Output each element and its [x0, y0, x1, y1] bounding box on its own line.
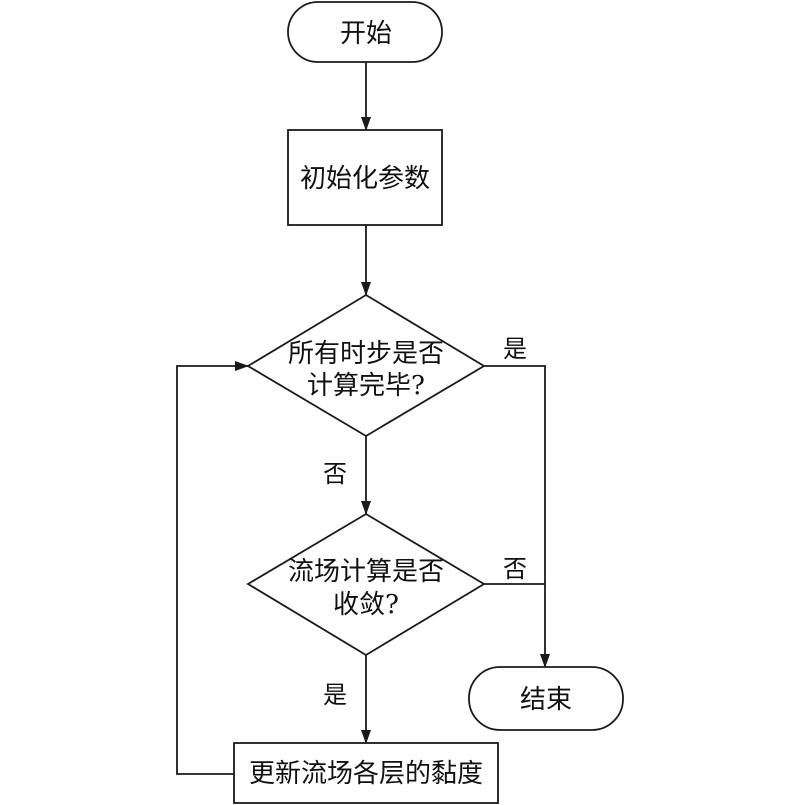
- check-convergence-decision: 流场计算是否 收敛?: [246, 512, 486, 657]
- edge-label-steps-done-yes: 是: [503, 335, 527, 363]
- edge-label-steps-done-no: 否: [323, 460, 347, 488]
- start-terminal: 开始: [287, 1, 443, 63]
- update-viscosity-box: 更新流场各层的黏度: [233, 742, 499, 804]
- start-label: 开始: [340, 19, 392, 49]
- update-viscosity-label: 更新流场各层的黏度: [249, 759, 483, 789]
- check-all-steps-decision: 所有时步是否 计算完毕?: [246, 293, 486, 438]
- check-all-steps-label-line-2: 计算完毕?: [307, 371, 425, 401]
- init-params-box: 初始化参数: [287, 129, 443, 226]
- check-all-steps-label-line-1: 所有时步是否: [288, 339, 444, 369]
- edge-label-converged-no: 否: [503, 555, 527, 583]
- check-convergence-label-line-1: 流场计算是否: [288, 557, 444, 587]
- end-label: 结束: [520, 685, 572, 715]
- check-convergence-label-line-2: 收敛?: [333, 590, 399, 620]
- edge-label-converged-yes: 是: [323, 681, 347, 709]
- edge-check-steps-to-end: [484, 365, 550, 668]
- init-params-label: 初始化参数: [300, 164, 430, 194]
- end-terminal: 结束: [468, 666, 624, 731]
- edge-update-to-check-steps: [176, 361, 249, 775]
